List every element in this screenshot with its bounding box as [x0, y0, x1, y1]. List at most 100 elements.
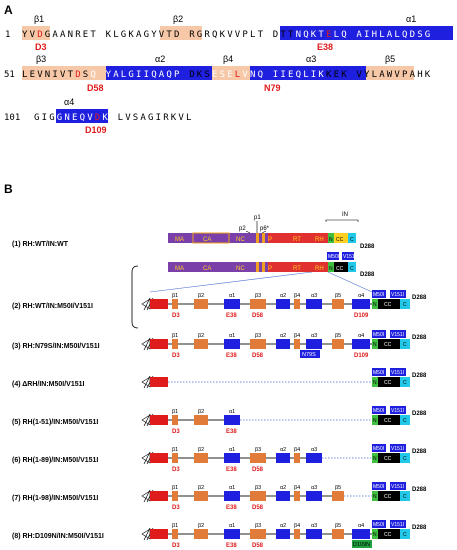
d288-label: D288	[412, 295, 427, 301]
rh-element-label: α1	[229, 409, 235, 415]
rh-element-label: α2	[280, 523, 286, 529]
line1-seq-char: Q	[402, 30, 407, 40]
line3-seq-char: I	[156, 113, 161, 123]
rh-element-label: α2	[280, 333, 286, 339]
line1-seq-char: A	[52, 30, 58, 40]
line1-seq-char: A	[387, 30, 393, 40]
mut-d3: D3	[35, 42, 47, 52]
in-n-label: N	[373, 380, 377, 386]
line3-seq-char: G	[57, 113, 62, 123]
v151i-box	[390, 290, 406, 298]
rh-mut-label: D3	[172, 353, 180, 359]
rh-element-0	[172, 339, 178, 349]
gp2-cc: CC	[336, 266, 344, 272]
rh-element-label: α2	[280, 447, 286, 453]
line2-seq-char: V	[60, 70, 66, 80]
rh-start-block	[150, 339, 168, 349]
rh-element-3	[250, 453, 266, 463]
rh-mut-label: E38	[226, 429, 237, 435]
rh-mut-label: D58	[252, 543, 264, 549]
rh-element-6	[306, 339, 322, 349]
gp2-nc: NC	[236, 266, 245, 272]
rh-element-label: α1	[229, 523, 235, 529]
line1-seq-char: S	[417, 30, 422, 40]
rh-start-block	[150, 529, 168, 539]
in-c-label: C	[403, 380, 407, 386]
rh-start-block	[150, 377, 168, 387]
line3-seq-char: E	[72, 113, 77, 123]
rh-element-label: β2	[198, 293, 204, 299]
v151i-label: V151I	[391, 292, 404, 298]
gp1-rh: RH	[315, 237, 324, 243]
line3-seq-char: V	[125, 113, 131, 123]
line1-seq-char: A	[356, 30, 362, 40]
rh-element-6	[306, 299, 322, 309]
rh-element-label: α3	[311, 293, 317, 299]
line1-seq-char: N	[296, 30, 301, 40]
rh-element-4	[276, 491, 290, 501]
rh-element-0	[172, 299, 178, 309]
line2-seq-char: N	[250, 70, 255, 80]
rh-element-label: β5	[335, 485, 341, 491]
rh-element-label: α3	[311, 485, 317, 491]
in-cc-domain	[378, 377, 400, 387]
zoom-line-left	[149, 271, 313, 293]
rh-element-2	[224, 491, 240, 501]
line3-seq-char: N	[64, 113, 69, 123]
rh-element-2	[224, 529, 240, 539]
in-c-domain	[400, 299, 410, 309]
gp1-ma: MA	[175, 237, 184, 243]
gp1-p: P	[268, 237, 272, 243]
n79s-label: N79S	[302, 352, 316, 358]
m50i-label: M50I	[373, 370, 384, 376]
beta4-label: β4	[223, 54, 233, 64]
line2-seq-char: L	[303, 70, 308, 80]
line3-seq-char: G	[34, 113, 39, 123]
hatch-line	[143, 527, 151, 541]
rh-mut-label: E38	[226, 543, 237, 549]
rh-element-label: β2	[198, 447, 204, 453]
rh-element-label: β3	[255, 293, 261, 299]
line1-seq-char: R	[75, 30, 81, 40]
rh-element-label: β1	[172, 333, 178, 339]
rh-row-8: β1β2α1β3α2β4α3β5α4D3E38D58D109NCCCM50IV1…	[141, 520, 427, 549]
rh-element-label: α4	[358, 523, 364, 529]
line2-seq-char: Q	[166, 70, 171, 80]
line2-seq-char: K	[341, 70, 347, 80]
line3-seq-char: V	[87, 113, 93, 123]
line1-seq-char: Y	[151, 30, 157, 40]
beta2-label: β2	[173, 14, 183, 24]
v151i-label: V151I	[391, 446, 404, 452]
in-n-label: N	[373, 418, 377, 424]
m50i-box	[372, 330, 386, 338]
rh-element-1	[194, 415, 208, 425]
line1-seq-char: T	[318, 30, 324, 40]
row-3-label: (3) RH:N79S/IN:M50I/V151I	[12, 343, 100, 350]
rh-element-5	[294, 339, 300, 349]
line3-number: 101	[4, 113, 20, 123]
line2-seq-char: L	[235, 70, 240, 80]
beta1-highlight	[22, 26, 50, 40]
rh-element-label: β3	[255, 333, 261, 339]
in-label: IN	[342, 212, 348, 218]
d288-label: D288	[412, 449, 427, 455]
rh-element-5	[294, 491, 300, 501]
line3-seq-char: L	[118, 113, 123, 123]
gp1-rt: RT	[293, 237, 301, 243]
rh-element-label: β2	[198, 523, 204, 529]
mut-e38: E38	[317, 42, 333, 52]
line2-seq-char: K	[318, 70, 324, 80]
in-c-domain	[400, 529, 410, 539]
line1-seq-char: R	[204, 30, 210, 40]
panel-b-label: B	[4, 182, 13, 196]
gp2-rt: RT	[293, 266, 301, 272]
v151i-label: V151I	[391, 522, 404, 528]
line1-seq-char: G	[197, 30, 202, 40]
